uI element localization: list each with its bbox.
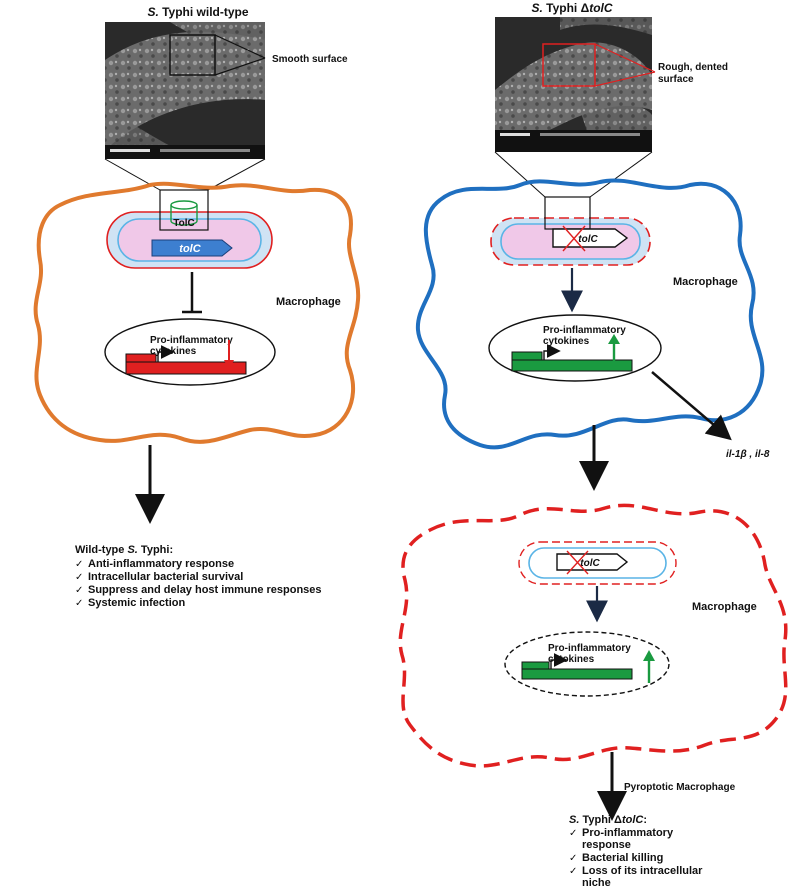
list-item: ✓ Systemic infection (75, 597, 185, 609)
check-icon: ✓ (569, 828, 577, 839)
svg-text:Bacterial killing: Bacterial killing (582, 852, 663, 864)
check-icon: ✓ (75, 585, 83, 596)
wildtype-nucleus (104, 318, 276, 386)
check-icon: ✓ (75, 572, 83, 583)
check-icon: ✓ (569, 853, 577, 864)
list-item: ✓ Suppress and delay host immune respons… (75, 584, 322, 596)
list-item: ✓ Anti-inflammatory response (75, 558, 234, 570)
wildtype-outcome-list: ✓ Anti-inflammatory response ✓ Intracell… (75, 558, 322, 609)
mutant-macrophage-label: Macrophage (673, 276, 738, 288)
cross-icon (562, 225, 586, 252)
up-arrow-icon (608, 334, 620, 364)
secreted-cytokines-label: il-1β , il-8 (726, 449, 770, 460)
cross-icon (566, 550, 589, 575)
pyroptotic-label: Pyroptotic Macrophage (624, 782, 736, 793)
list-item: ✓ Bacterial killing (569, 852, 663, 864)
pyroptotic-macrophage (398, 503, 788, 768)
check-icon: ✓ (75, 598, 83, 609)
svg-text:Systemic infection: Systemic infection (88, 597, 185, 609)
mutant-cytokine-gene (511, 344, 633, 372)
pyroptotic-nucleus (504, 631, 670, 697)
mutant-tolc-gene (552, 228, 629, 248)
svg-text:Intracellular bacterial surviv: Intracellular bacterial survival (88, 571, 243, 583)
check-icon: ✓ (75, 559, 83, 570)
mutant-nucleus (488, 314, 662, 382)
wildtype-gene-label: tolC (179, 243, 201, 255)
wildtype-title: S. Typhi wild-type (147, 5, 248, 19)
list-item: ✓ Intracellular bacterial survival (75, 571, 243, 583)
wildtype-macrophage (33, 181, 361, 444)
wildtype-sem-image (105, 22, 265, 159)
check-icon: ✓ (569, 866, 577, 877)
pyroptotic-macrophage-label: Macrophage (692, 601, 757, 613)
tolc-channel-icon (170, 200, 198, 226)
svg-text:Anti-inflammatory response: Anti-inflammatory response (88, 558, 234, 570)
wildtype-zoom-box (159, 189, 209, 231)
svg-text:Suppress and delay host immune: Suppress and delay host immune responses (88, 584, 322, 596)
mutant-title: S. Typhi ΔtolC (531, 1, 612, 15)
wildtype-outcome-title: Wild-type S. Typhi: (75, 544, 173, 556)
pyroptotic-gene-label: tolC (580, 558, 600, 569)
wildtype-macrophage-label: Macrophage (276, 296, 341, 308)
pyroptotic-cytokine-gene (521, 653, 633, 680)
wildtype-surface-callout: Smooth surface (272, 54, 348, 65)
tolc-protein-label: TolC (173, 218, 194, 229)
mutant-gene-label: tolC (578, 234, 598, 245)
mutant-sem-image (495, 17, 652, 152)
up-arrow-icon (643, 650, 655, 683)
down-arrow-icon (224, 340, 234, 370)
mutant-outcome-title: S. Typhi ΔtolC: (569, 814, 647, 826)
wildtype-tolc-gene (151, 239, 233, 257)
wildtype-cytokine-gene (125, 345, 247, 375)
